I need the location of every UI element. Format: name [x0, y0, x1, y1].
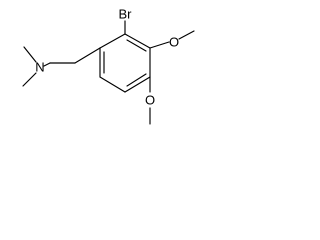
- n-methyl-bond-lower: [22, 72, 37, 87]
- oxygen-para-label: O: [169, 35, 179, 50]
- nitrogen-label: N: [35, 60, 44, 75]
- ring-bond: [124, 76, 151, 93]
- ring-bond: [99, 76, 126, 93]
- benzene-ring: [99, 33, 151, 93]
- chain-bond: [43, 62, 51, 67]
- ring-double-bond: [126, 73, 147, 87]
- chain-bond: [74, 47, 101, 64]
- o-methyl-bond-para: [178, 30, 195, 40]
- ring-bond: [124, 33, 151, 49]
- n-methyl-bond-upper: [23, 46, 37, 63]
- c-o-bond-para: [149, 41, 170, 49]
- oxygen-meta-label: O: [145, 93, 155, 108]
- bromine-label: Br: [119, 7, 133, 22]
- structure-diagram: Br N O O: [22, 7, 195, 125]
- ring-double-bond: [126, 39, 147, 52]
- ring-bond: [99, 33, 126, 49]
